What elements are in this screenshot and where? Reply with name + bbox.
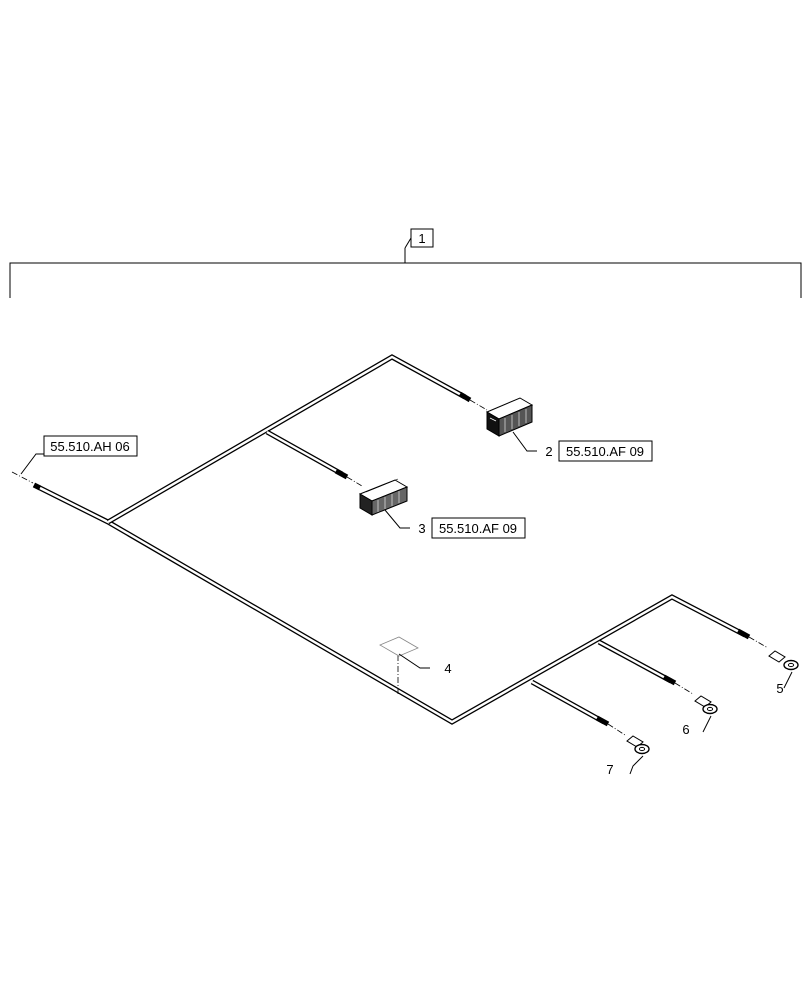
assembly-callout-box — [410, 228, 434, 248]
sleeve-end-terminal-7 — [595, 715, 610, 727]
ring-terminal-7 — [626, 735, 650, 755]
ref-harness-end: 55.510.AH 06 — [43, 435, 138, 457]
harness-branch-terminal-6 — [597, 639, 673, 684]
ref-connector-lower-box — [431, 517, 526, 539]
sleeve-end-harness — [32, 482, 42, 491]
ring-terminal-5 — [768, 650, 799, 671]
harness-branch-upper — [106, 354, 467, 525]
connector-2 — [485, 397, 534, 437]
callout-ring-terminal-a: 5 — [776, 681, 783, 696]
ref-connector-upper-text: 55.510.AF 09 — [566, 444, 644, 459]
center-lines — [11, 399, 769, 736]
harness-branch-connector-3 — [265, 429, 344, 477]
ref-harness-end-box — [43, 435, 138, 457]
sleeve-end-connector-2 — [458, 391, 472, 403]
assembly-bracket: 1 — [9, 228, 802, 298]
connector-3 — [358, 478, 409, 516]
assembly-callout: 1 — [418, 231, 425, 246]
callout-ring-terminal-c: 7 — [606, 762, 613, 777]
ref-connector-upper: 55.510.AF 09 — [558, 440, 653, 462]
callout-label-tag: 4 — [444, 661, 451, 676]
ref-connector-lower: 55.510.AF 09 — [431, 517, 526, 539]
ring-terminal-6 — [694, 695, 718, 715]
ref-harness-end-text: 55.510.AH 06 — [50, 439, 130, 454]
callout-connector-lower: 3 — [418, 521, 425, 536]
sleeve-end-terminal-6 — [662, 674, 677, 686]
ref-connector-upper-box — [558, 440, 653, 462]
callout-leaders — [20, 431, 793, 775]
callout-connector-upper: 2 — [545, 444, 552, 459]
harness-trunk — [32, 482, 747, 725]
harness-wires — [32, 354, 751, 727]
label-tag-4 — [379, 636, 419, 657]
sleeve-end-terminal-5 — [736, 628, 751, 640]
sleeve-end-connector-3 — [334, 468, 349, 480]
harness-branch-terminal-7 — [530, 679, 606, 725]
callout-ring-terminal-b: 6 — [682, 722, 689, 737]
ref-connector-lower-text: 55.510.AF 09 — [439, 521, 517, 536]
